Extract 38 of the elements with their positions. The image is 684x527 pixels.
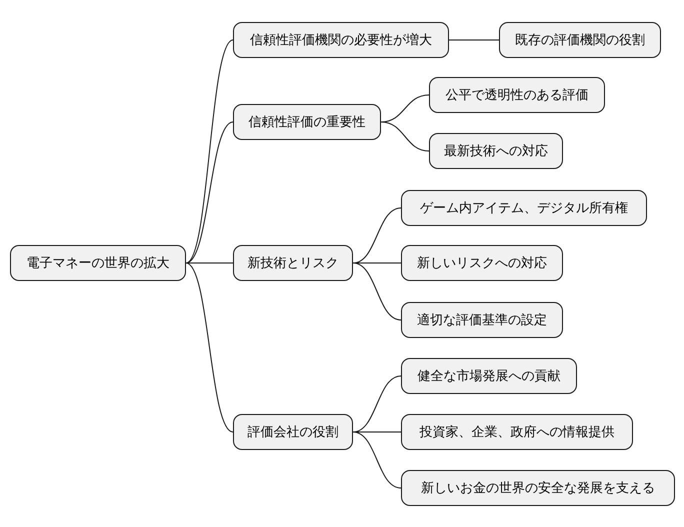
topic-text: ゲーム内アイテム、デジタル所有権 xyxy=(420,200,628,217)
topic-box xyxy=(401,358,577,394)
topic-text: 信頼性評価機関の必要性が増大 xyxy=(250,32,432,49)
topic-box xyxy=(233,22,449,58)
topic-text: 適切な評価基準の設定 xyxy=(417,312,547,329)
topic-text: 新しいリスクへの対応 xyxy=(417,255,547,272)
topic-box xyxy=(401,414,633,450)
topic-text: 公平で透明性のある評価 xyxy=(446,87,588,104)
topic-box xyxy=(233,245,353,281)
topic-box xyxy=(401,302,563,338)
connector-line xyxy=(352,262,402,320)
topic-box xyxy=(429,133,563,169)
connector-line xyxy=(352,432,402,488)
connector-line xyxy=(352,208,402,264)
topic-box xyxy=(499,22,661,58)
topic-box xyxy=(10,245,186,281)
connector-line xyxy=(186,262,234,264)
topic-box xyxy=(233,414,353,450)
topic-text: 新技術とリスク xyxy=(248,255,338,272)
topic-text: 投資家、企業、政府への情報提供 xyxy=(420,424,614,441)
connector-line xyxy=(352,262,402,264)
topic-text: 既存の評価機関の役割 xyxy=(515,32,645,49)
topic-box xyxy=(233,104,381,140)
topic-text: 新しいお金の世界の安全な発展を支える xyxy=(421,480,655,497)
connector-line xyxy=(186,40,234,264)
topic-text: 最新技術への対応 xyxy=(444,143,548,160)
topic-text: 電子マネーの世界の拡大 xyxy=(26,255,170,272)
topic-box xyxy=(401,470,675,506)
connector-line xyxy=(186,262,234,432)
connector-line xyxy=(186,122,234,264)
topic-text: 信頼性評価の重要性 xyxy=(248,114,366,131)
topic-box xyxy=(401,190,647,226)
topic-box xyxy=(401,245,563,281)
topic-text: 健全な市場発展への貢献 xyxy=(418,368,560,385)
connector-line xyxy=(380,122,430,152)
topic-box xyxy=(429,77,605,113)
connector-line xyxy=(352,376,402,432)
topic-text: 評価会社の役割 xyxy=(248,424,338,441)
